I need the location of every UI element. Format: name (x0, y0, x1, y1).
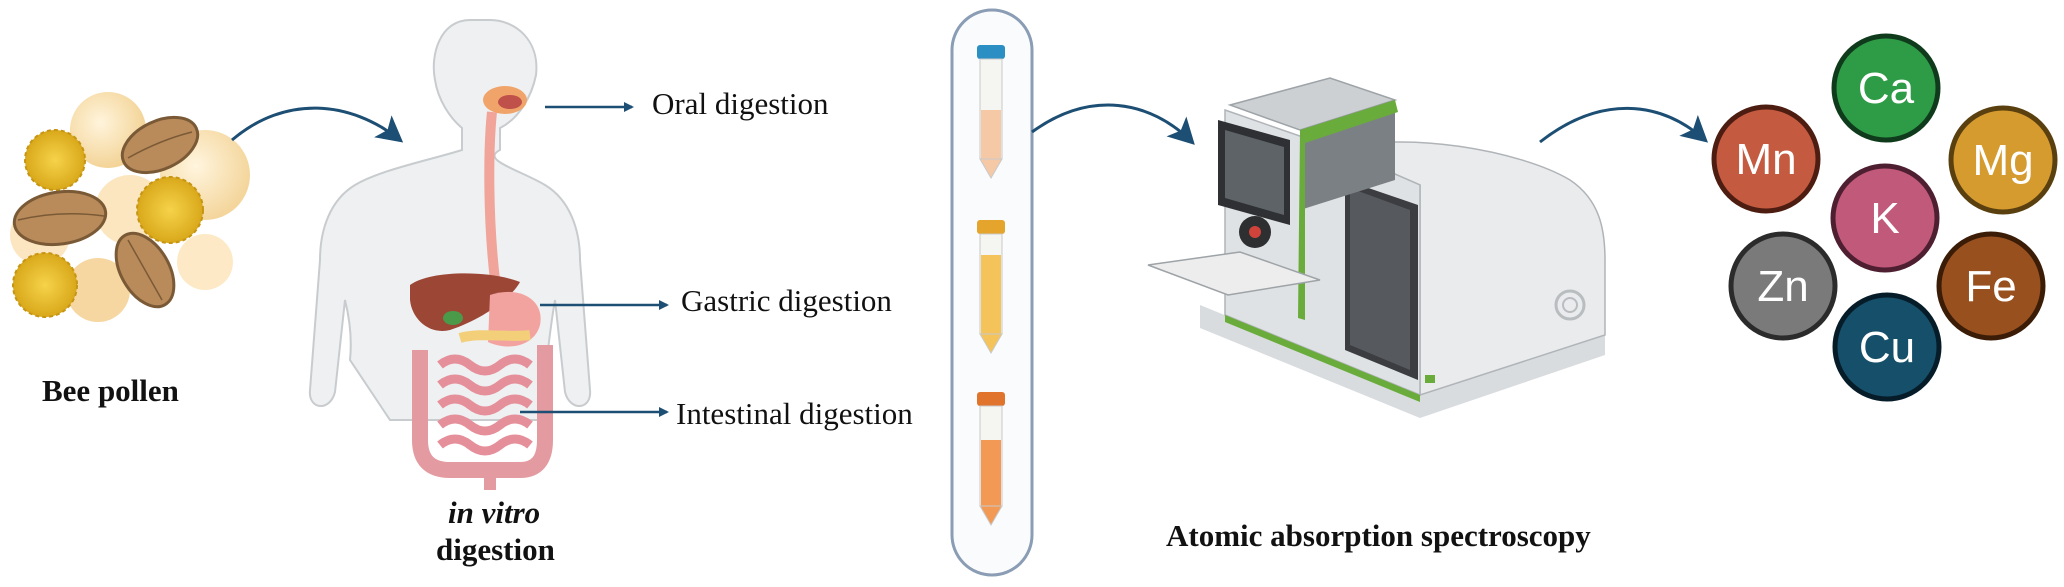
element-zn-label: Zn (1757, 262, 1808, 311)
sample-tubes-panel (950, 8, 1034, 577)
element-ca: Ca (1831, 33, 1941, 143)
arrow-instrument-to-elements (1539, 106, 1708, 144)
aas-instrument-illustration (1147, 77, 1606, 418)
intestinal-digestion-label: Intestinal digestion (676, 396, 913, 431)
element-circles: Ca Mn Mg K Zn Fe Cu (1711, 33, 2058, 402)
element-fe: Fe (1936, 231, 2046, 341)
element-mg: Mg (1948, 105, 2058, 215)
tube-2 (977, 220, 1005, 354)
aas-label: Atomic absorption spectroscopy (1166, 518, 1591, 553)
element-mn-label: Mn (1735, 135, 1796, 184)
element-k: K (1830, 163, 1940, 273)
element-fe-label: Fe (1965, 262, 2016, 311)
element-k-label: K (1870, 194, 1899, 243)
bee-pollen-illustration (10, 92, 250, 322)
in-vitro-label: in vitro (448, 495, 541, 530)
human-digestive-system-illustration (308, 19, 592, 490)
arrow-pollen-to-body (231, 106, 404, 143)
bee-pollen-label: Bee pollen (42, 373, 179, 408)
oral-digestion-label: Oral digestion (652, 86, 829, 121)
element-cu: Cu (1832, 292, 1942, 402)
digestion-label: digestion (436, 532, 555, 567)
element-ca-label: Ca (1858, 64, 1915, 113)
arrow-tubes-to-instrument (1031, 103, 1195, 145)
gastric-digestion-label: Gastric digestion (681, 283, 892, 318)
tube-3 (977, 392, 1005, 526)
element-mn: Mn (1711, 104, 1821, 214)
element-zn: Zn (1728, 231, 1838, 341)
tube-1 (977, 45, 1005, 179)
element-cu-label: Cu (1859, 323, 1915, 372)
element-mg-label: Mg (1972, 136, 2033, 185)
